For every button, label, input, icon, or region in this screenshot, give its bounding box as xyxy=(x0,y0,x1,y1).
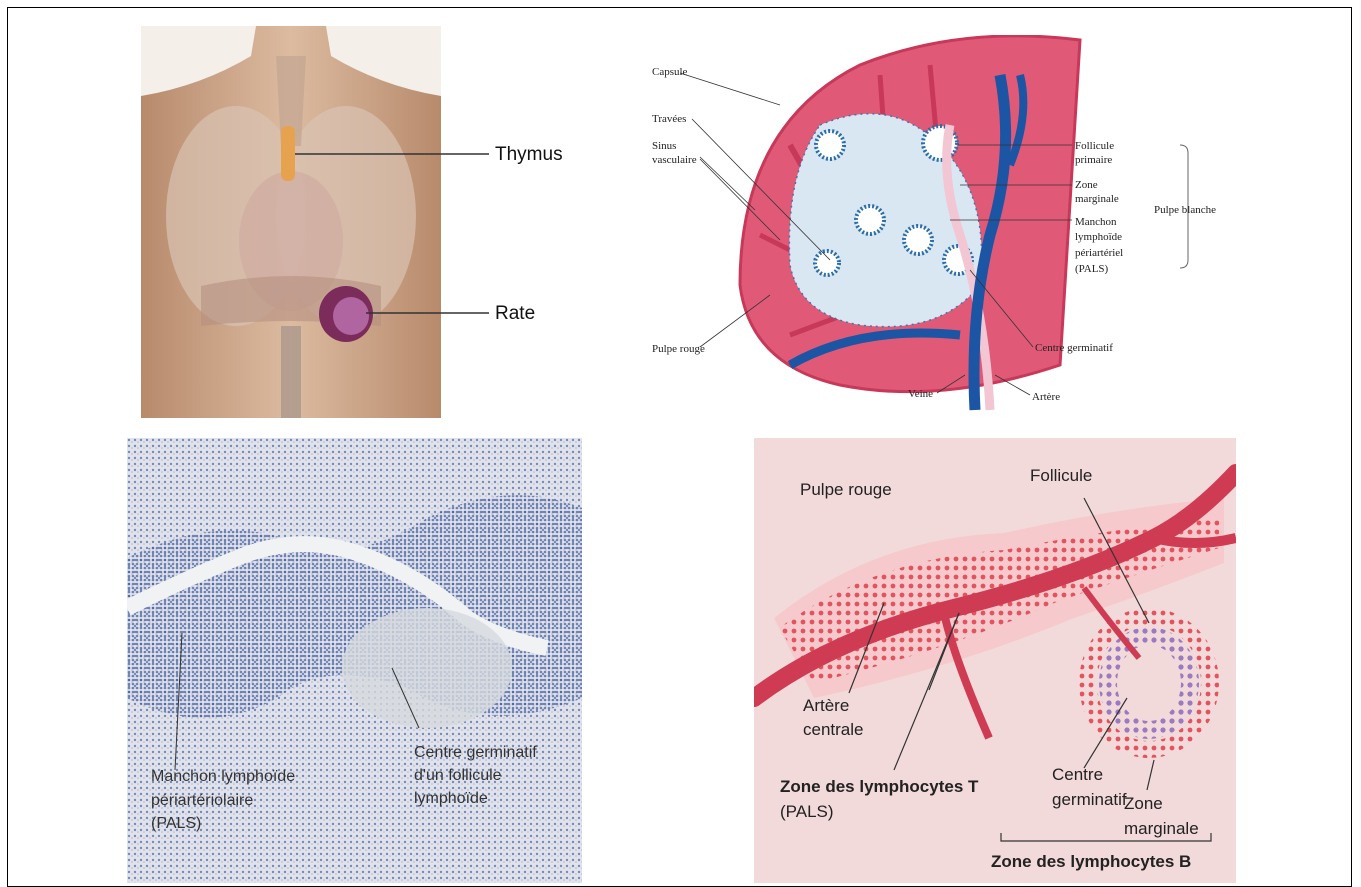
centre-label-1: Centre xyxy=(1052,763,1103,786)
artere-label: Artère xyxy=(1032,390,1060,404)
thymus-label: Thymus xyxy=(495,144,563,166)
centre-label-2: d'un follicule xyxy=(414,765,502,786)
zone-marginale-label-2: marginale xyxy=(1075,192,1119,206)
pulpe-rouge-label: Pulpe rouge xyxy=(800,478,892,501)
sinus-label-2: vasculaire xyxy=(652,153,697,167)
torso-illustration xyxy=(141,26,441,418)
manchon-label-4: (PALS) xyxy=(1075,262,1108,276)
follicule-label: Follicule xyxy=(1030,464,1092,487)
zone-b-label: Zone des lymphocytes B xyxy=(991,850,1191,873)
centre-label-2: germinatif xyxy=(1052,788,1127,811)
zone-marginale-label-1: Zone xyxy=(1124,792,1163,815)
zone-t-label: Zone des lymphocytes T xyxy=(780,775,978,798)
capsule-label: Capsule xyxy=(652,65,687,79)
sinus-label-1: Sinus xyxy=(652,139,676,153)
manchon-label-1: Manchon lymphoïde xyxy=(151,766,295,787)
pals-label: (PALS) xyxy=(780,800,834,823)
sinus-leader-1 xyxy=(700,157,755,210)
torso-leader-extensions xyxy=(441,150,491,320)
manchon-label-3: périartériel xyxy=(1075,246,1123,260)
zone-marginale-label-2: marginale xyxy=(1124,817,1199,840)
capsule-leader xyxy=(680,73,780,105)
spleen-section-diagram xyxy=(640,35,1230,415)
follicule-primaire-label-1: Follicule xyxy=(1075,139,1114,153)
manchon-label-3: (PALS) xyxy=(151,813,201,834)
centre-label-3: lymphoïde xyxy=(414,788,488,809)
rate-label: Rate xyxy=(495,303,535,325)
manchon-label-2: périartériolaire xyxy=(151,790,253,811)
pulpe-rouge-label: Pulpe rouge xyxy=(652,342,705,356)
manchon-label-2: lymphoïde xyxy=(1075,230,1122,244)
artere-centrale-label-2: centrale xyxy=(803,718,863,741)
travees-label: Travées xyxy=(652,112,686,126)
zone-marginale-label-1: Zone xyxy=(1075,178,1098,192)
centre-germinatif-label: Centre germinatif xyxy=(1035,341,1113,355)
artere-centrale-label-1: Artère xyxy=(803,694,849,717)
pulpe-blanche-label: Pulpe blanche xyxy=(1154,203,1218,217)
veine-label: Veine xyxy=(908,387,933,401)
centre-label-1: Centre germinatif xyxy=(414,742,537,763)
manchon-label-1: Manchon xyxy=(1075,215,1117,229)
follicule-primaire-label-2: primaire xyxy=(1075,153,1112,167)
